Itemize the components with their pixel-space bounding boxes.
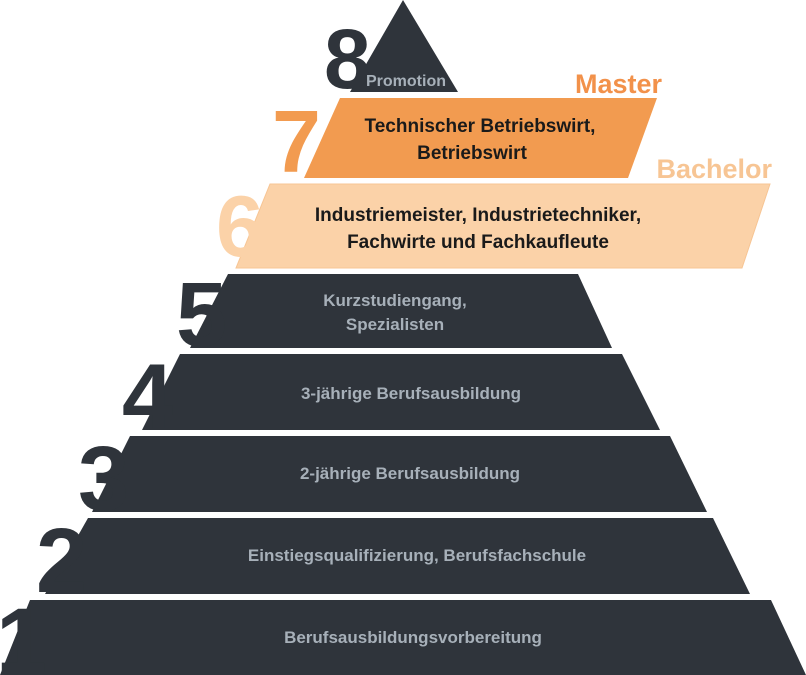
level-4-label: 3-jährige Berufsausbildung — [301, 384, 521, 403]
level-3: 2-jährige Berufsausbildung 3 — [78, 428, 707, 530]
level-1-label: Berufsausbildungsvorbereitung — [284, 628, 542, 647]
level-8-number: 8 — [324, 12, 371, 106]
level-4: 3-jährige Berufsausbildung 4 — [122, 346, 660, 448]
level-8-apex — [350, 0, 458, 92]
level-6-label-line-1: Industriemeister, Industrietechniker, — [315, 205, 641, 226]
level-4-band — [142, 354, 660, 430]
level-2: Einstiegsqualifizierung, Berufsfachschul… — [36, 510, 750, 612]
level-6-label-line-2: Fachwirte und Fachkaufleute — [347, 232, 609, 253]
level-2-band — [45, 518, 750, 594]
level-5-label-line-2: Spezialisten — [346, 315, 444, 334]
level-8: 8 Promotion — [324, 0, 458, 106]
level-5-band — [190, 274, 612, 348]
level-1-number: 1 — [0, 590, 47, 675]
level-7-tag: Master — [575, 69, 663, 99]
level-6: 6 Industriemeister, Industrietechniker, … — [216, 154, 772, 275]
level-7-label-line-2: Betriebswirt — [417, 143, 527, 164]
level-5-label-line-1: Kurzstudiengang, — [323, 291, 467, 310]
level-3-band — [92, 436, 707, 512]
level-6-number: 6 — [216, 179, 264, 275]
level-7-number: 7 — [272, 92, 321, 191]
level-3-label: 2-jährige Berufsausbildung — [300, 464, 520, 483]
level-7-label-line-1: Technischer Betriebswirt, — [365, 116, 596, 137]
level-1-band — [0, 600, 806, 675]
level-5: Kurzstudiengang, Spezialisten 5 — [176, 264, 612, 366]
level-1: Berufsausbildungsvorbereitung 1 — [0, 590, 806, 675]
level-2-label: Einstiegsqualifizierung, Berufsfachschul… — [248, 546, 586, 565]
level-6-tag: Bachelor — [656, 154, 772, 184]
level-7-band — [304, 98, 657, 178]
level-7: 7 Technischer Betriebswirt, Betriebswirt… — [272, 69, 662, 191]
level-2-number: 2 — [36, 510, 87, 612]
level-3-number: 3 — [78, 428, 129, 530]
level-4-number: 4 — [122, 346, 173, 448]
level-5-number: 5 — [176, 264, 227, 366]
level-6-band — [235, 183, 771, 269]
level-8-tag: Promotion — [366, 73, 446, 90]
